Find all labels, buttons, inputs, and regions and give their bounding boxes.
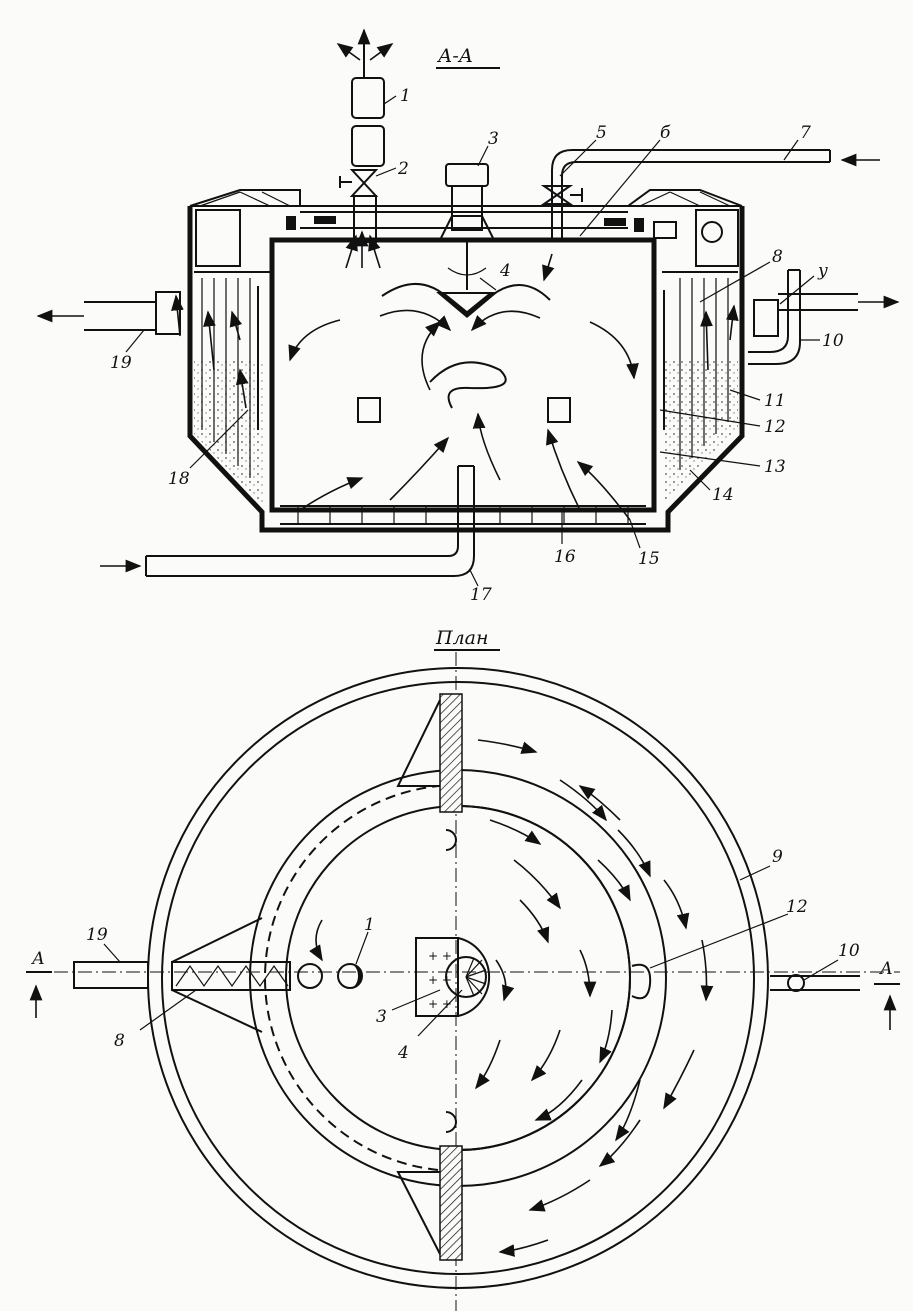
- plan-label-12: 12: [786, 897, 808, 917]
- plan-label-3: 3: [376, 1007, 387, 1027]
- screw-conveyor: [171, 917, 363, 1033]
- filter-media-left: [194, 360, 264, 506]
- plan-label-9: 9: [772, 847, 783, 867]
- flow-arrows-section: [171, 283, 739, 521]
- bottom-gusset: [396, 1171, 441, 1255]
- label-18: 18: [168, 469, 190, 489]
- label-9: у: [817, 261, 828, 281]
- svg-text:А: А: [31, 949, 45, 969]
- bottom-inlet-pipe: [100, 465, 475, 577]
- bottom-notch: [445, 1111, 457, 1133]
- label-1: 1: [400, 86, 411, 106]
- label-12: 12: [764, 417, 786, 437]
- label-6: б: [660, 123, 671, 143]
- label-2: 2: [397, 159, 409, 179]
- outlet-pipe-right: [748, 269, 900, 365]
- flow-arrows-plan: [309, 739, 714, 1257]
- plan-title: План: [435, 627, 489, 649]
- section-view: А-А: [36, 28, 900, 605]
- inspection-window-left: [357, 397, 381, 423]
- dashed-ring: [264, 784, 459, 1172]
- inner-wall-half: [457, 805, 631, 1151]
- plan-view: План: [26, 627, 900, 1311]
- hatched-wall-top: [439, 693, 463, 813]
- label-14: 14: [712, 485, 734, 505]
- plan-outlet-10: [770, 974, 860, 992]
- label-11: 11: [764, 391, 786, 411]
- inspection-window-right: [547, 397, 571, 423]
- label-5: 5: [596, 123, 607, 143]
- top-notch: [445, 829, 457, 851]
- top-gusset: [396, 699, 441, 787]
- section-marker-right: А: [874, 959, 900, 1030]
- svg-text:+ +: + +: [428, 949, 452, 963]
- label-15: 15: [638, 549, 660, 569]
- exhaust-pipe: [336, 28, 394, 269]
- label-4: 4: [499, 261, 511, 281]
- label-7: 7: [800, 123, 811, 143]
- plan-impeller: + + + + + +: [415, 937, 491, 1017]
- air-inlet-pipe: [540, 149, 880, 282]
- svg-text:А: А: [879, 959, 893, 979]
- plan-label-8: 8: [114, 1031, 125, 1051]
- plan-label-1: 1: [364, 915, 375, 935]
- filter-media-right: [664, 360, 738, 506]
- motor: [436, 163, 498, 318]
- label-16: 16: [554, 547, 576, 567]
- outlet-pipe-left: [36, 291, 181, 335]
- label-19: 19: [110, 353, 132, 373]
- leader-lines-section: [125, 95, 820, 587]
- outer-ring-inner-edge: [161, 681, 755, 1275]
- plan-label-10: 10: [838, 941, 860, 961]
- label-8: 8: [772, 247, 783, 267]
- plan-label-4: 4: [397, 1043, 409, 1063]
- outer-tank: [187, 205, 745, 533]
- plan-outlet-19: [73, 961, 149, 989]
- roof-truss: [189, 189, 743, 229]
- plan-label-19: 19: [86, 925, 108, 945]
- hatched-wall-bottom: [439, 1145, 463, 1261]
- bottom-grid: [280, 505, 646, 525]
- label-17: 17: [470, 585, 492, 605]
- label-10: 10: [822, 331, 844, 351]
- section-title: А-А: [436, 45, 473, 67]
- section-marker-left: А: [26, 949, 52, 1018]
- guide-vane: [631, 963, 652, 1000]
- leader-lines-plan: [103, 865, 839, 1037]
- label-3: 3: [488, 129, 499, 149]
- label-13: 13: [764, 457, 786, 477]
